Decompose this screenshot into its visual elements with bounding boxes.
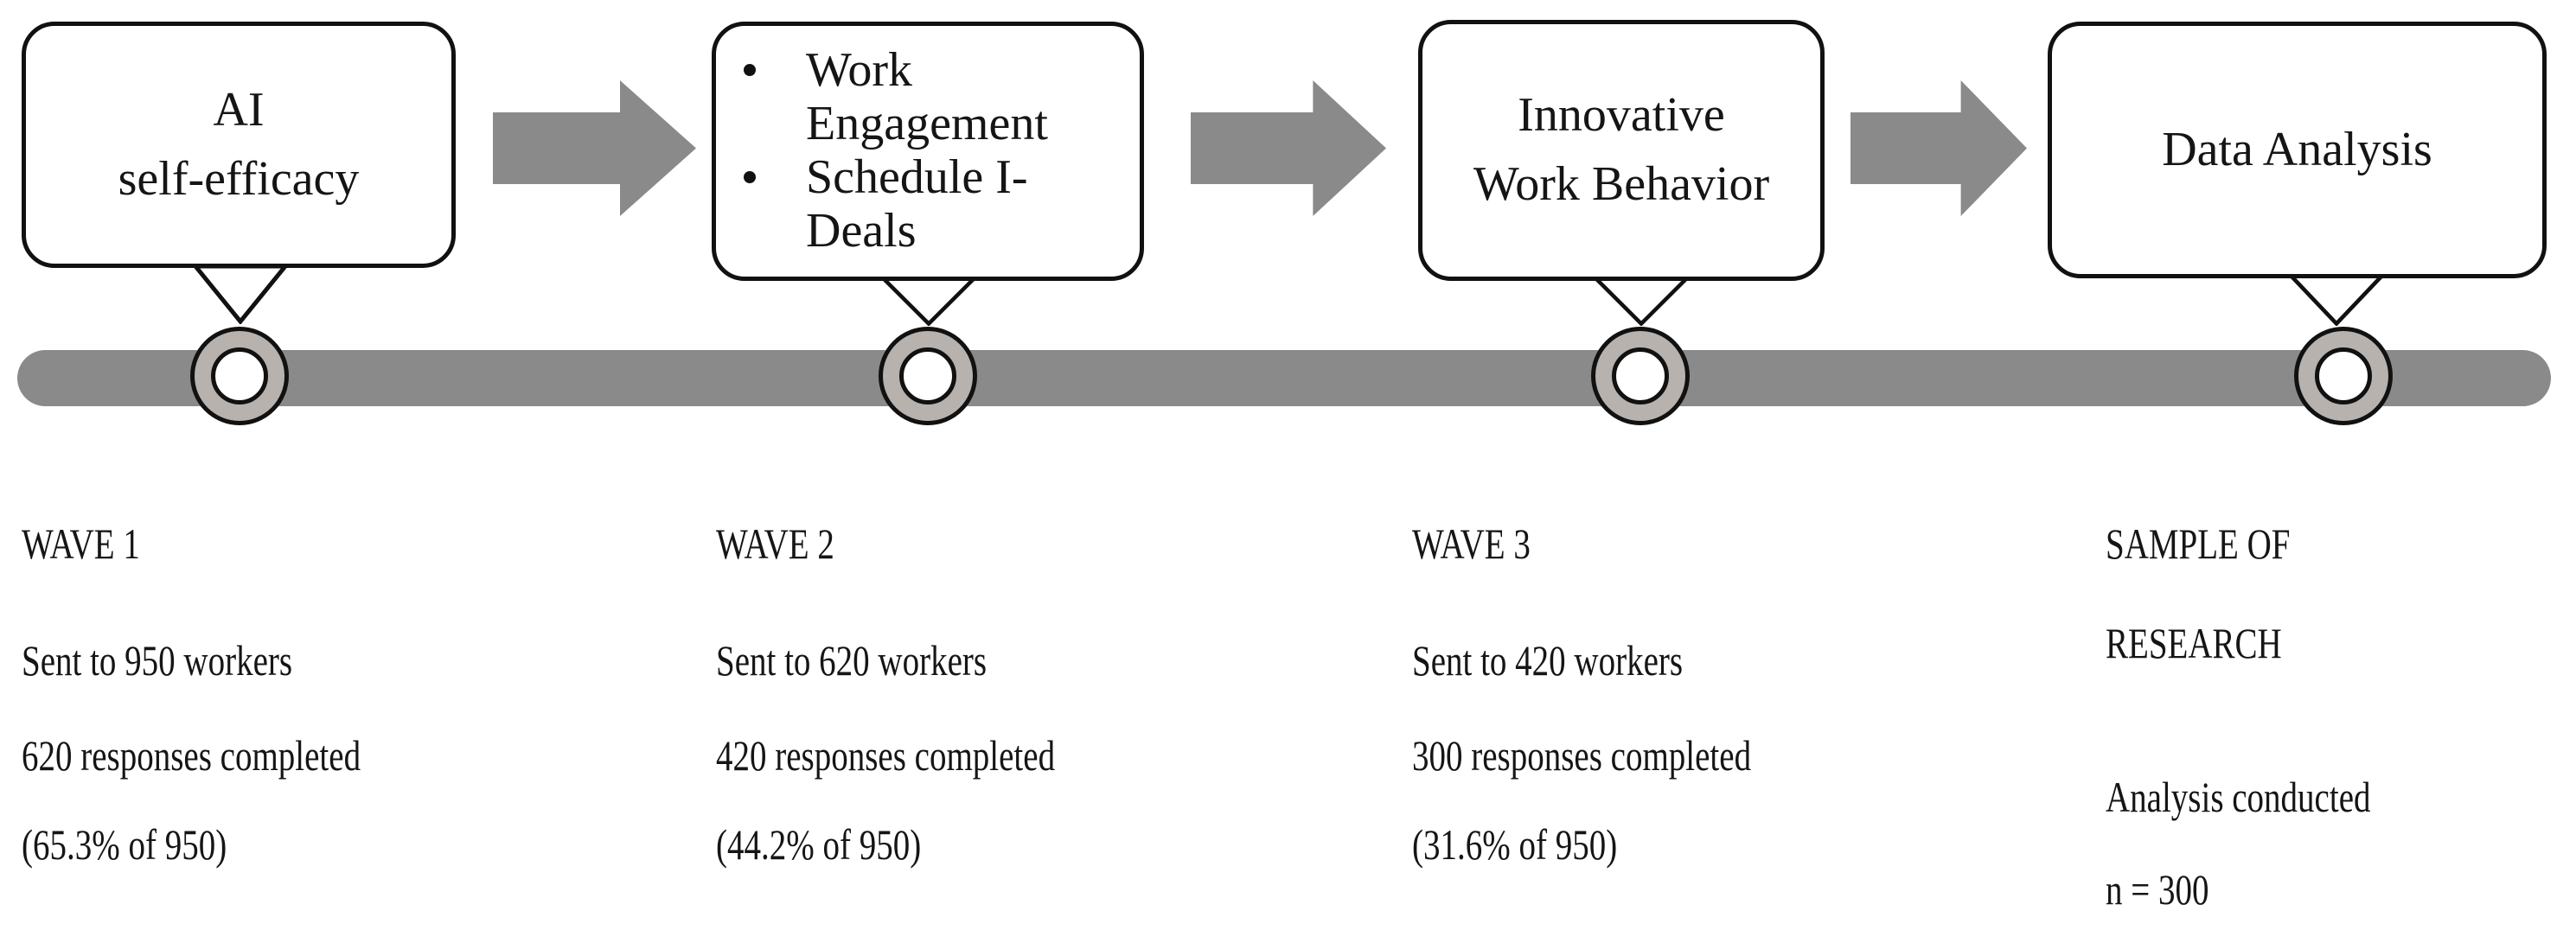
stage-box-bullet-list: Work Engagement Schedule I-Deals — [716, 26, 1140, 258]
sample-title-line: SAMPLE OF — [2106, 519, 2291, 568]
timeline-node-center — [211, 347, 268, 404]
timeline-node-icon — [190, 327, 289, 425]
wave-detail: Sent to 620 workers — [716, 636, 988, 685]
wave-title: WAVE 2 — [716, 519, 834, 568]
stage-box-innovative-work-behavior: Innovative Work Behavior — [1418, 20, 1825, 281]
stage-box-ai-self-efficacy: AI self-efficacy — [22, 22, 456, 268]
stage-box-label: AI self-efficacy — [118, 76, 360, 213]
stage-box-mediators: Work Engagement Schedule I-Deals — [712, 22, 1144, 281]
timeline-node-center — [899, 347, 956, 404]
callout-pointer-icon — [1593, 277, 1690, 326]
sample-detail: n = 300 — [2106, 865, 2209, 914]
wave-detail: (31.6% of 950) — [1412, 820, 1618, 869]
timeline-node-center — [1612, 347, 1669, 404]
timeline-bar — [17, 350, 2551, 406]
sample-detail: Analysis conducted — [2106, 773, 2371, 821]
stage-box-line: AI — [213, 82, 265, 137]
callout-pointer-icon — [880, 277, 977, 326]
stage-box-line: Innovative — [1518, 88, 1725, 143]
wave-detail: 420 responses completed — [716, 731, 1056, 780]
wave-detail: (44.2% of 950) — [716, 820, 922, 869]
timeline-node-center — [2315, 347, 2372, 404]
timeline-node-icon — [879, 327, 977, 425]
wave-detail: Sent to 420 workers — [1412, 636, 1684, 685]
callout-pointer-icon — [192, 264, 289, 324]
bullet-item: Schedule I-Deals — [716, 150, 1128, 258]
stage-box-data-analysis: Data Analysis — [2048, 22, 2547, 278]
timeline-node-icon — [1591, 327, 1690, 425]
arrow-right-icon — [1851, 80, 2027, 216]
callout-pointer-icon — [2288, 275, 2385, 326]
wave-detail: 620 responses completed — [22, 731, 361, 780]
wave-detail: 300 responses completed — [1412, 731, 1752, 780]
stage-box-label: Innovative Work Behavior — [1473, 81, 1769, 219]
stage-box-line: self-efficacy — [118, 151, 360, 206]
timeline-node-icon — [2294, 327, 2393, 425]
stage-box-line: Work Behavior — [1473, 157, 1770, 211]
stage-box-label: Data Analysis — [2162, 122, 2432, 176]
sample-title-line: RESEARCH — [2106, 619, 2282, 667]
wave-detail: Sent to 950 workers — [22, 636, 293, 685]
bullet-item: Work Engagement — [716, 43, 1128, 150]
wave-title: WAVE 1 — [22, 519, 140, 568]
wave-title: WAVE 3 — [1412, 519, 1531, 568]
wave-detail: (65.3% of 950) — [22, 820, 227, 869]
arrow-right-icon — [1191, 80, 1386, 216]
arrow-right-icon — [493, 80, 696, 216]
